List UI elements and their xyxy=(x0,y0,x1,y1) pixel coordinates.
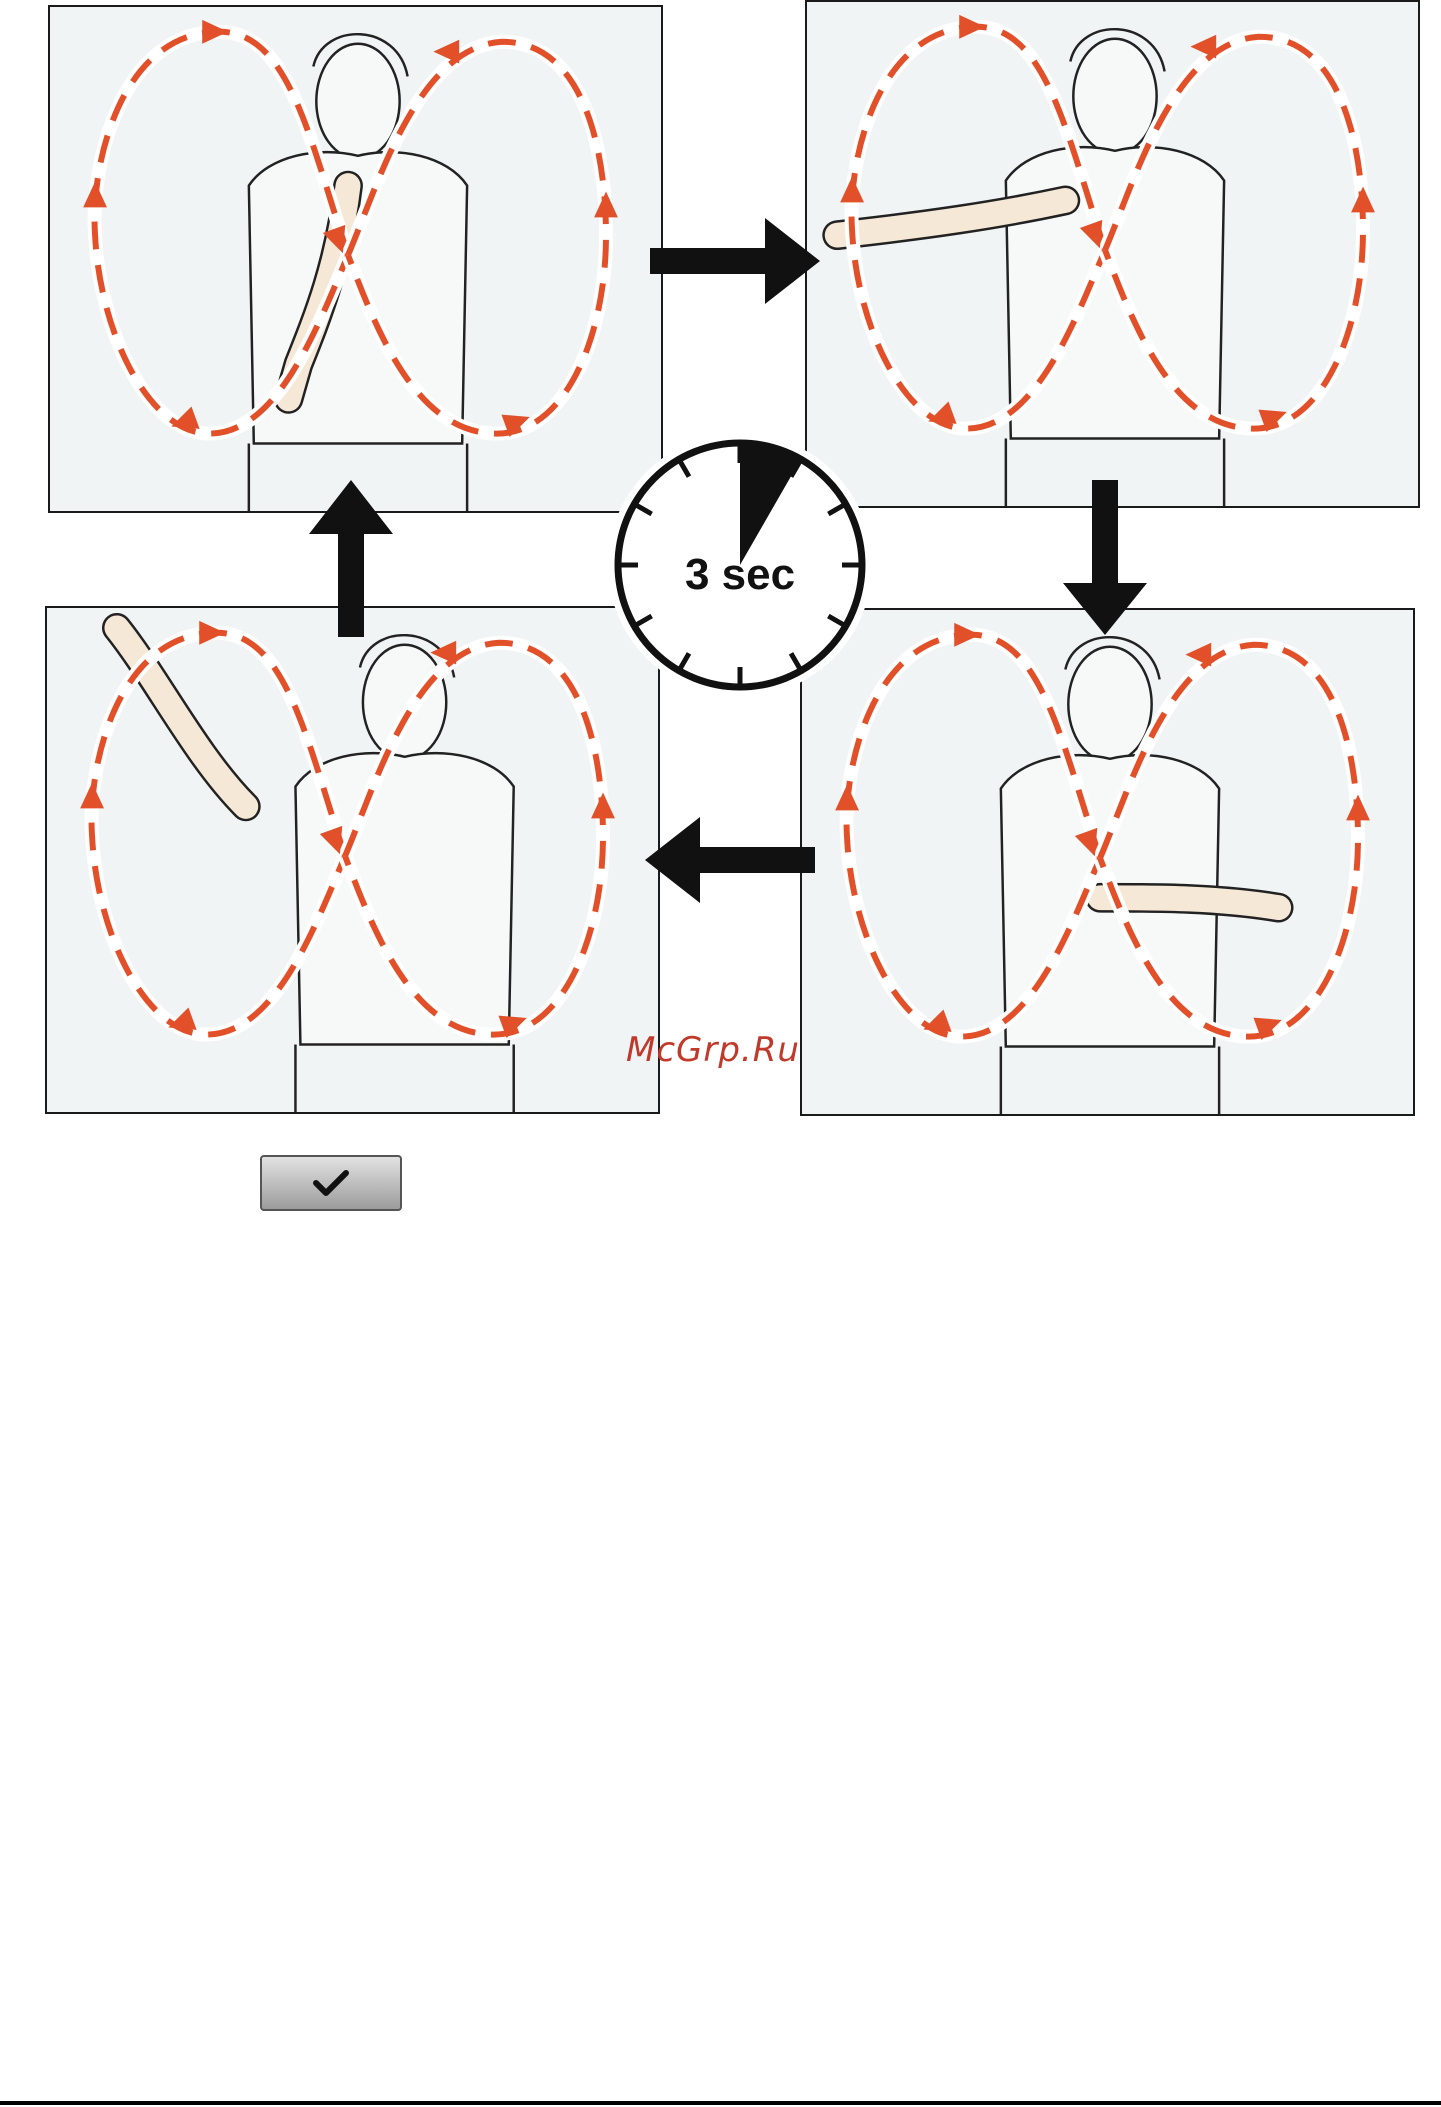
watermark: McGrp.Ru xyxy=(626,1030,800,1070)
confirm-button[interactable] xyxy=(260,1155,402,1211)
figure-eight-motion-illustration xyxy=(50,7,661,511)
motion-arrow-icon xyxy=(954,623,980,647)
gesture-panel-arm-forward xyxy=(48,5,663,513)
countdown-timer: 3 sec xyxy=(605,430,875,700)
arrow-right-icon xyxy=(650,218,820,304)
motion-arrow-icon xyxy=(202,20,228,44)
page-bottom-rule xyxy=(0,2101,1441,2105)
checkmark-icon xyxy=(311,1168,351,1198)
timer-label: 3 sec xyxy=(605,550,875,600)
arrow-left-icon xyxy=(645,817,815,903)
arrow-up-icon xyxy=(309,480,393,637)
motion-arrow-icon xyxy=(959,15,985,39)
figure-eight-motion-illustration xyxy=(807,2,1418,506)
gesture-panel-arm-left xyxy=(805,0,1420,508)
figure-eight-motion-illustration xyxy=(47,608,658,1112)
arrow-down-icon xyxy=(1063,480,1147,635)
motion-arrow-icon xyxy=(199,621,225,645)
gesture-panel-arm-right xyxy=(45,606,660,1114)
gesture-panel-arm-up xyxy=(800,608,1415,1116)
figure-eight-motion-illustration xyxy=(802,610,1413,1114)
